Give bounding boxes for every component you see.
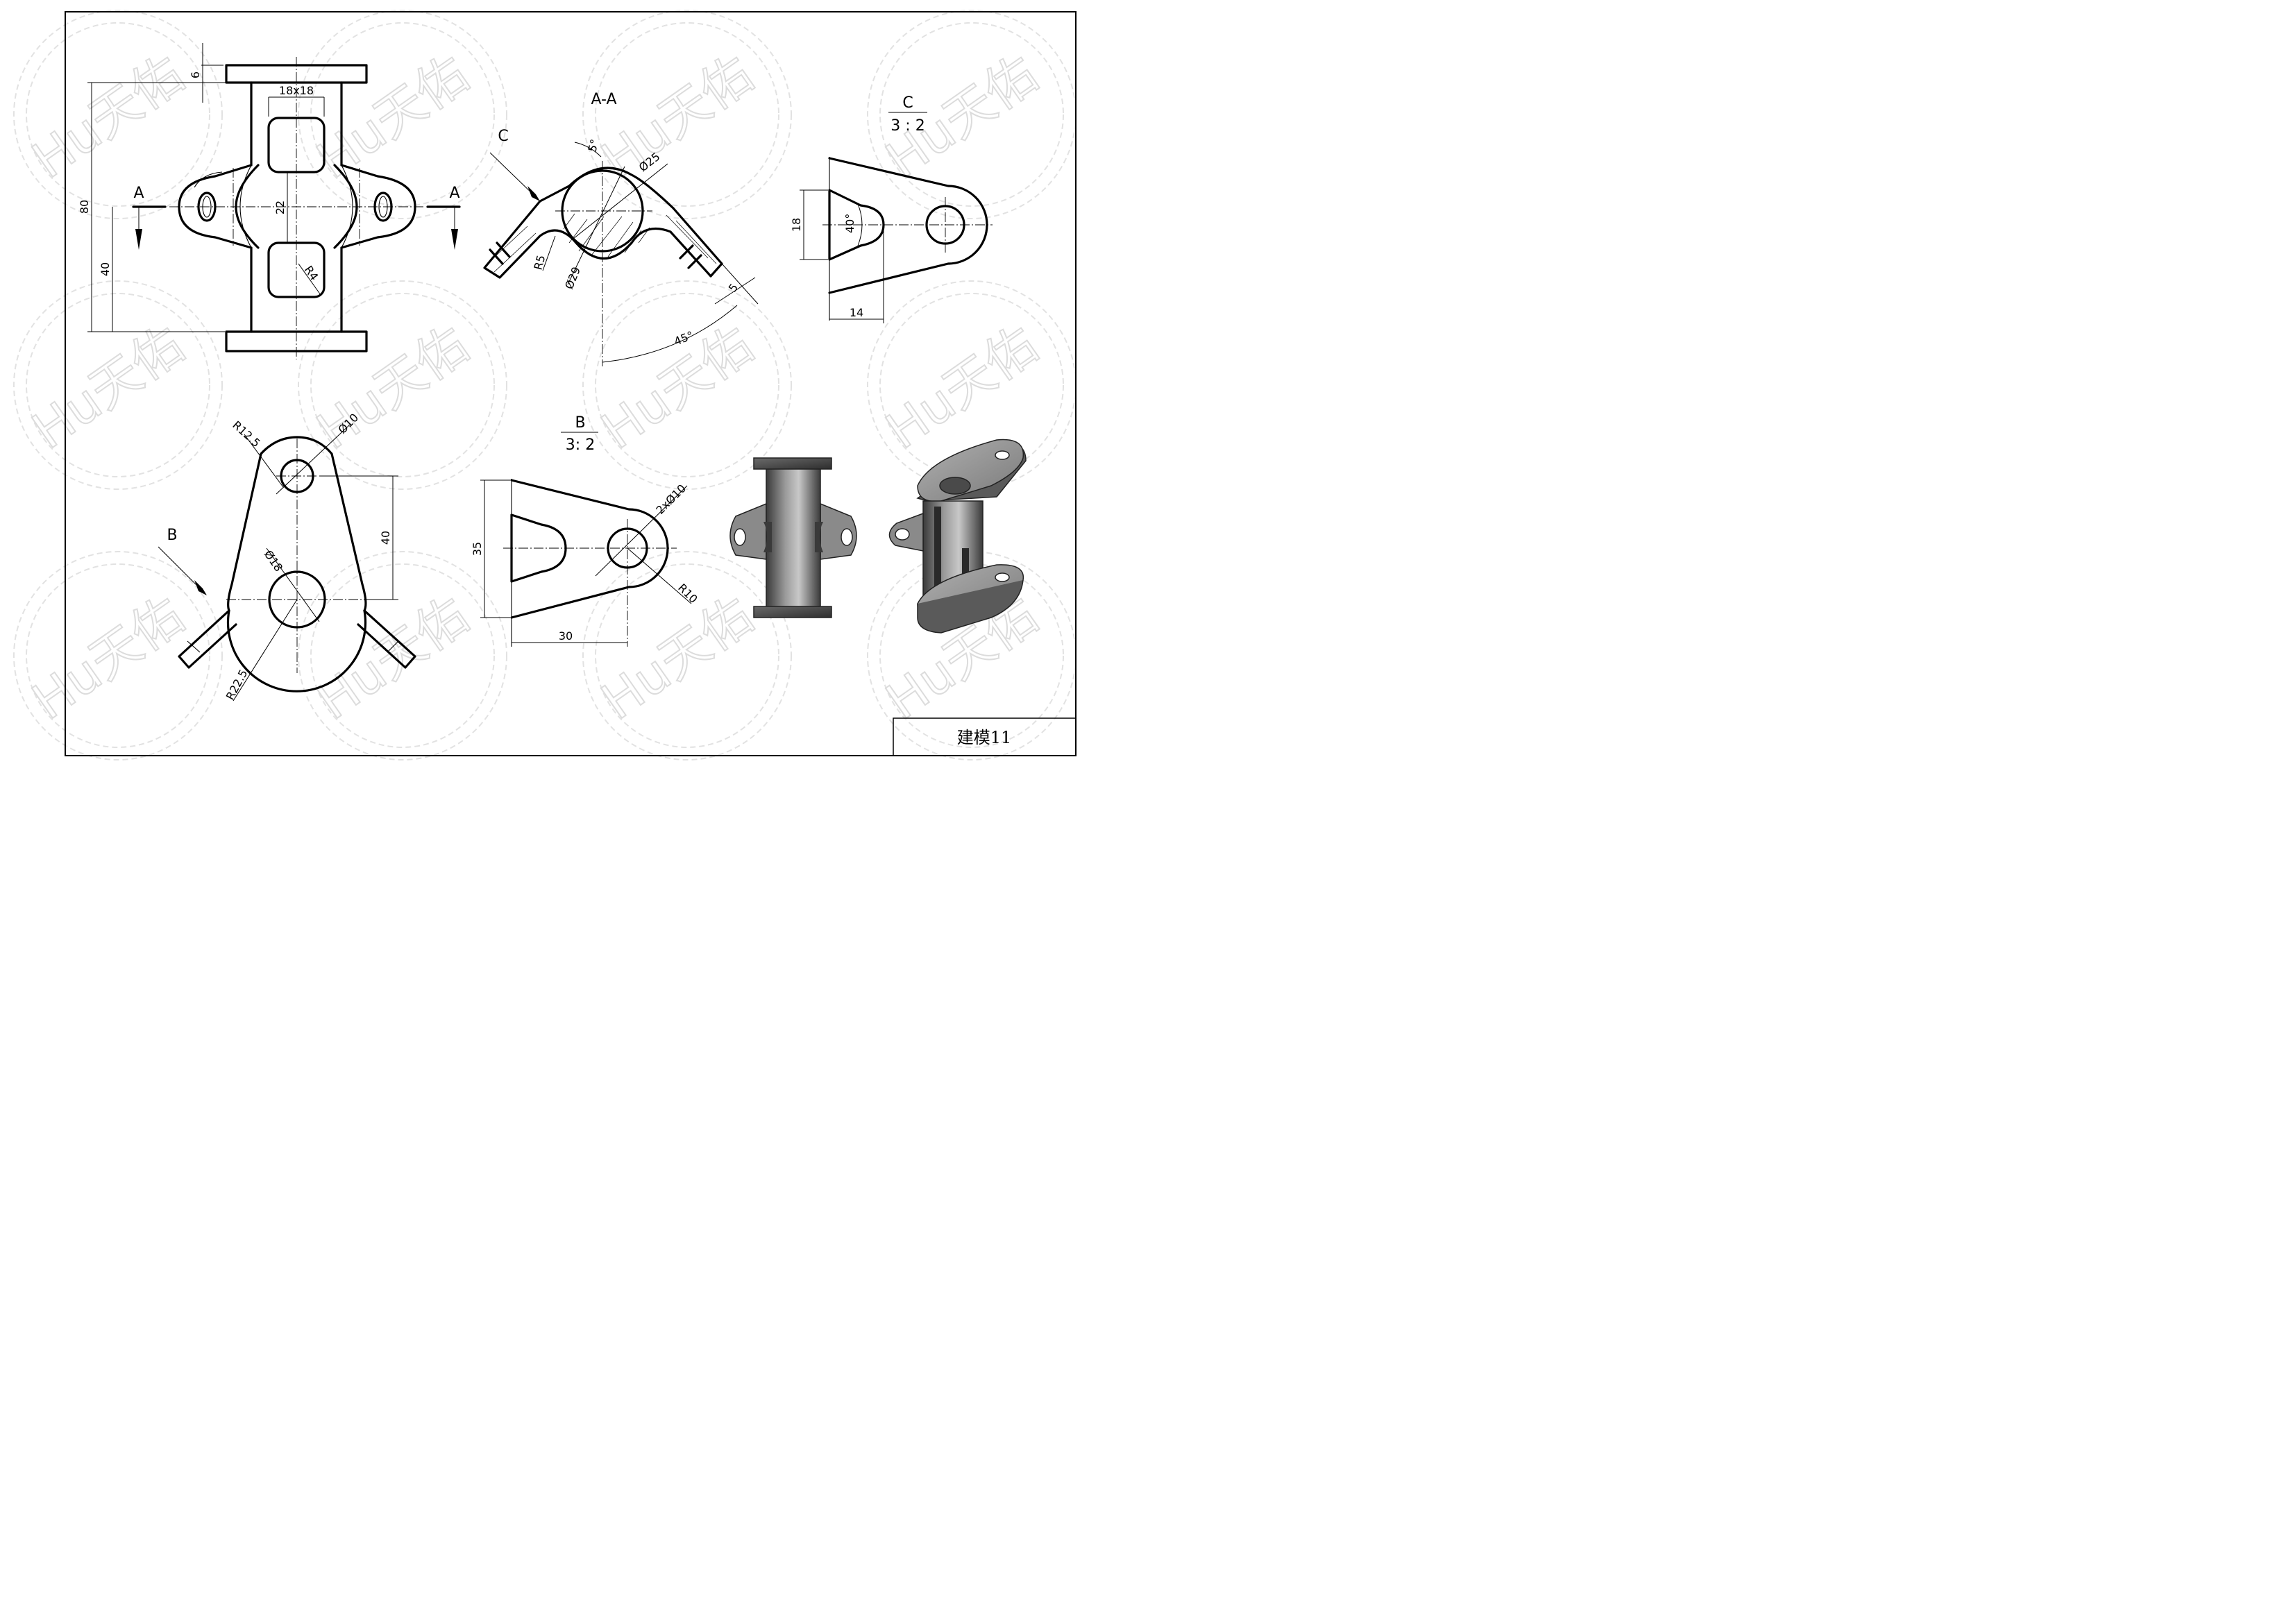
- dim-b-30: 30: [559, 629, 573, 643]
- dim-40: 40: [99, 262, 112, 276]
- dim-b-r10: R10: [675, 581, 700, 606]
- watermark-text: Hu天佑: [876, 315, 1048, 460]
- detail-c-outline: [828, 157, 988, 294]
- dim-c-40deg: 40°: [843, 214, 856, 233]
- dim-c-18: 18: [790, 218, 803, 232]
- dim-r4: R4: [302, 263, 321, 282]
- sheet-border: [65, 11, 1077, 756]
- watermark-stamp: Hu天佑: [13, 551, 223, 760]
- detail-c-scale: 3 : 2: [890, 117, 925, 135]
- watermark-text: Hu天佑: [307, 586, 479, 731]
- watermark-text: Hu天佑: [307, 315, 479, 460]
- watermark-text: Hu天佑: [591, 586, 763, 731]
- dim-r22-5: R22.5: [223, 668, 251, 702]
- title-block: 建模11: [893, 717, 1077, 756]
- dim-80: 80: [78, 200, 91, 214]
- detail-c: C 3 : 2 18 40° 14: [790, 94, 993, 323]
- title-block-name: 建模11: [957, 728, 1012, 747]
- watermark-stamp: Hu天佑: [13, 10, 223, 219]
- detail-b-outline: [510, 479, 669, 619]
- dim-r5: R5: [532, 254, 548, 271]
- dim-d29: Ø29: [562, 265, 583, 291]
- dim-d18: Ø18: [262, 547, 285, 574]
- section-a-a-title: A-A: [591, 91, 616, 108]
- section-label-a-left: A: [133, 185, 144, 202]
- dim-18x18: 18x18: [279, 84, 314, 97]
- detail-b: B 3: 2 35 2xØ10 R10 30: [471, 414, 700, 647]
- watermark-text: Hu天佑: [22, 586, 194, 731]
- top-view: 6 18x18 80 40 22 R4 A A: [78, 43, 461, 359]
- dim-b-2xd10: 2xØ10: [653, 482, 689, 517]
- dim-22: 22: [273, 201, 287, 214]
- watermark-stamp: Hu天佑: [298, 10, 507, 219]
- watermark-stamp: Hu天佑: [867, 10, 1077, 219]
- detail-b-title: B: [575, 414, 585, 432]
- dim-c-14: 14: [850, 306, 863, 319]
- front-outline: [226, 436, 367, 692]
- dim-b-35: 35: [471, 542, 484, 556]
- watermark-text: Hu天佑: [22, 44, 194, 189]
- dim-5deg: 5°: [586, 138, 602, 153]
- iso-view-front: [729, 457, 857, 618]
- detail-b-scale: 3: 2: [566, 436, 595, 454]
- dim-5: 5: [726, 281, 741, 294]
- drawing-sheet: Hu天佑 Hu天佑 Hu天佑 Hu天佑 Hu天佑 Hu天佑 Hu天佑 Hu天佑 Hu天佑 Hu天佑…: [0, 0, 1088, 767]
- left-lug-inner: [235, 164, 260, 249]
- watermark-stamp: Hu天佑: [298, 551, 507, 760]
- dim-r12-5: R12.5: [230, 418, 262, 450]
- iso-view-perspective: [888, 439, 1027, 634]
- watermark-stamp: Hu天佑: [298, 280, 507, 490]
- dim-6: 6: [189, 71, 202, 78]
- b-view-arrow-label: B: [167, 527, 177, 544]
- section-profile: [483, 167, 723, 279]
- watermark-text: Hu天佑: [22, 315, 194, 460]
- watermark-stamp: Hu天佑: [13, 280, 223, 490]
- section-label-a-right: A: [449, 185, 459, 202]
- detail-c-title: C: [902, 94, 913, 112]
- drawing-canvas: Hu天佑 Hu天佑 Hu天佑 Hu天佑 Hu天佑 Hu天佑 Hu天佑 Hu天佑 Hu天佑 Hu天佑…: [13, 10, 1077, 760]
- dim-front-40: 40: [379, 531, 392, 545]
- front-lugs: [178, 609, 416, 669]
- tube-outline: [250, 81, 343, 333]
- c-view-arrow-label: C: [498, 128, 508, 145]
- watermark-text: Hu天佑: [591, 44, 763, 189]
